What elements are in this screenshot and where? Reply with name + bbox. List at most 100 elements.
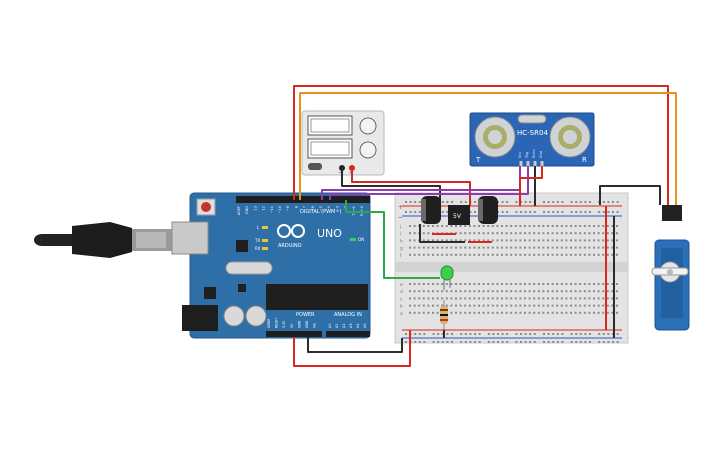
- regulator-label: 5V: [453, 213, 462, 220]
- analog-pin-label: A5: [363, 324, 367, 328]
- digital-pin-label: 7: [303, 206, 307, 208]
- voltage-knob[interactable]: [359, 117, 377, 135]
- analog-pin-label: A0: [328, 324, 332, 328]
- sensor-t-mark: T: [475, 156, 481, 164]
- analog-pin-label: A2: [342, 324, 346, 328]
- digital-pin-label: AREF: [237, 206, 241, 215]
- bb-row-label: h: [400, 238, 403, 244]
- wires: [293, 85, 677, 367]
- wire-red-5v-rail: [293, 330, 411, 367]
- green-led[interactable]: [440, 265, 454, 290]
- bb-row-label: d: [400, 289, 403, 295]
- power-pin-label: RESET: [275, 318, 279, 328]
- sensor-pin-label: Vcc: [518, 152, 522, 158]
- bb-minus-label: −: [398, 214, 403, 221]
- power-jack: [182, 305, 218, 331]
- digital-pin-label: GND: [245, 206, 249, 214]
- digital-header: [236, 196, 370, 203]
- servo-motor[interactable]: [651, 205, 690, 331]
- power-pin-label: Vin: [313, 323, 317, 328]
- analog-header: [326, 331, 370, 337]
- current-knob[interactable]: [359, 141, 377, 159]
- electrolytic-capacitor-left[interactable]: [421, 196, 441, 224]
- digital-pin-label: ~10: [278, 206, 282, 213]
- board-model: UNO: [317, 227, 342, 240]
- sensor-pin[interactable]: [533, 161, 537, 167]
- supply-switch[interactable]: [308, 163, 322, 170]
- bb-row-label: i: [400, 231, 401, 237]
- sensor-pin[interactable]: [540, 161, 544, 167]
- power-pin-label: GND: [297, 320, 301, 328]
- brand-label: ARDUINO: [278, 243, 302, 249]
- capacitor-2: [245, 305, 267, 327]
- rx-label: RX: [255, 246, 261, 251]
- transmitter: [474, 116, 516, 158]
- tx-label: TX: [254, 238, 260, 243]
- digital-pin-label: ~6: [311, 206, 315, 211]
- capacitor-1: [223, 305, 245, 327]
- crystal: [225, 261, 273, 275]
- bb-plus-label: +: [398, 204, 403, 211]
- sensor-pin-label: Gnd: [539, 151, 543, 158]
- digital-pin-label: 13: [253, 206, 257, 210]
- wire-red-sensor-vcc: [519, 166, 543, 206]
- wire-black-gnd-rail: [307, 337, 403, 353]
- receiver: [549, 116, 591, 158]
- power-supply[interactable]: − +: [301, 110, 385, 176]
- bb-row-label: b: [400, 304, 403, 310]
- power-pin-label: IOREF: [267, 318, 271, 328]
- bb-row-label: e: [400, 283, 403, 288]
- wire-orange-servo-signal: [299, 92, 677, 205]
- bb-row-label: f: [400, 253, 402, 259]
- power-pin-label: GND: [305, 320, 309, 328]
- analog-pin-label: A1: [335, 324, 339, 328]
- power-header: [266, 331, 322, 337]
- usb-jack: [171, 221, 209, 255]
- digital-pin-label: 12: [262, 206, 266, 210]
- supply-minus-label: −: [338, 170, 342, 176]
- digital-pin-label: ~11: [270, 206, 274, 213]
- sensor-pin[interactable]: [526, 161, 530, 167]
- breadboard-holes[interactable]: [405, 201, 619, 343]
- voltage-regulator[interactable]: 5V: [448, 205, 470, 225]
- power-label: POWER: [296, 312, 315, 318]
- bb-row-label: j: [399, 224, 401, 230]
- wire-purple-echo: [329, 166, 529, 200]
- arduino-logo: [277, 224, 305, 238]
- sensor-pin[interactable]: [519, 161, 523, 167]
- sensor-r-mark: R: [582, 156, 587, 164]
- digital-pin-label: ~5: [319, 206, 323, 211]
- bb-row-label: c: [400, 297, 403, 302]
- sensor-pin-label: Trig: [525, 152, 529, 159]
- electrolytic-capacitor-right[interactable]: [478, 196, 498, 224]
- atmega-chip: [266, 284, 368, 310]
- sensor-model: HC-SR04: [517, 129, 548, 137]
- l-led-label: L: [257, 225, 260, 230]
- servo-connector: [662, 205, 682, 221]
- digital-pin-label: ~3: [335, 206, 339, 211]
- analog-pin-label: A4: [356, 324, 360, 328]
- wire-black-reg-out: [419, 224, 465, 243]
- wire-black-supply-ground: [341, 168, 441, 206]
- resistor[interactable]: [440, 300, 448, 330]
- wire-black-servo-ground: [599, 185, 661, 205]
- digital-label: DIGITAL (PWM~): [300, 209, 342, 215]
- usb-cable[interactable]: [34, 222, 172, 258]
- digital-pin-label: 8: [294, 206, 298, 208]
- digital-pin-label: ~9: [286, 206, 290, 211]
- sensor-pin-label: Echo: [532, 150, 536, 159]
- bb-row-label: a: [400, 312, 403, 317]
- on-label: ON: [358, 237, 364, 242]
- bb-row-label: g: [400, 247, 403, 252]
- power-pin-label: 5V: [290, 323, 294, 328]
- wire-red-servo-power: [293, 85, 669, 205]
- wire-green-led: [345, 200, 440, 279]
- digital-pin-label: 4: [327, 205, 331, 208]
- power-pin-label: 3.3V: [282, 320, 286, 328]
- analog-pin-label: A3: [349, 324, 353, 328]
